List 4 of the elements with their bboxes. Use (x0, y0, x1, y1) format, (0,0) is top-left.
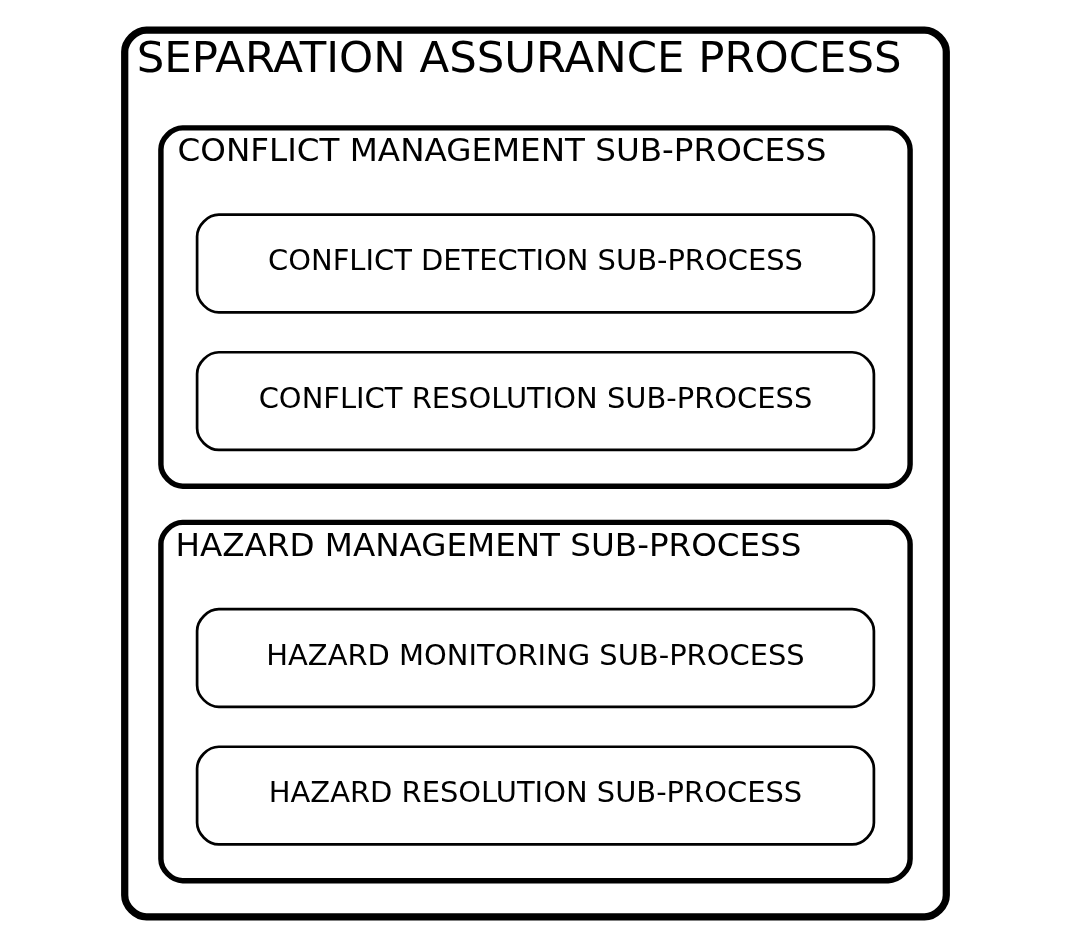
node-box: HAZARD RESOLUTION SUB-PROCESS (195, 745, 876, 846)
node-box: HAZARD MONITORING SUB-PROCESS (195, 607, 876, 709)
node-box: CONFLICT DETECTION SUB-PROCESS (195, 213, 876, 314)
node-box: CONFLICT RESOLUTION SUB-PROCESS (195, 350, 876, 452)
